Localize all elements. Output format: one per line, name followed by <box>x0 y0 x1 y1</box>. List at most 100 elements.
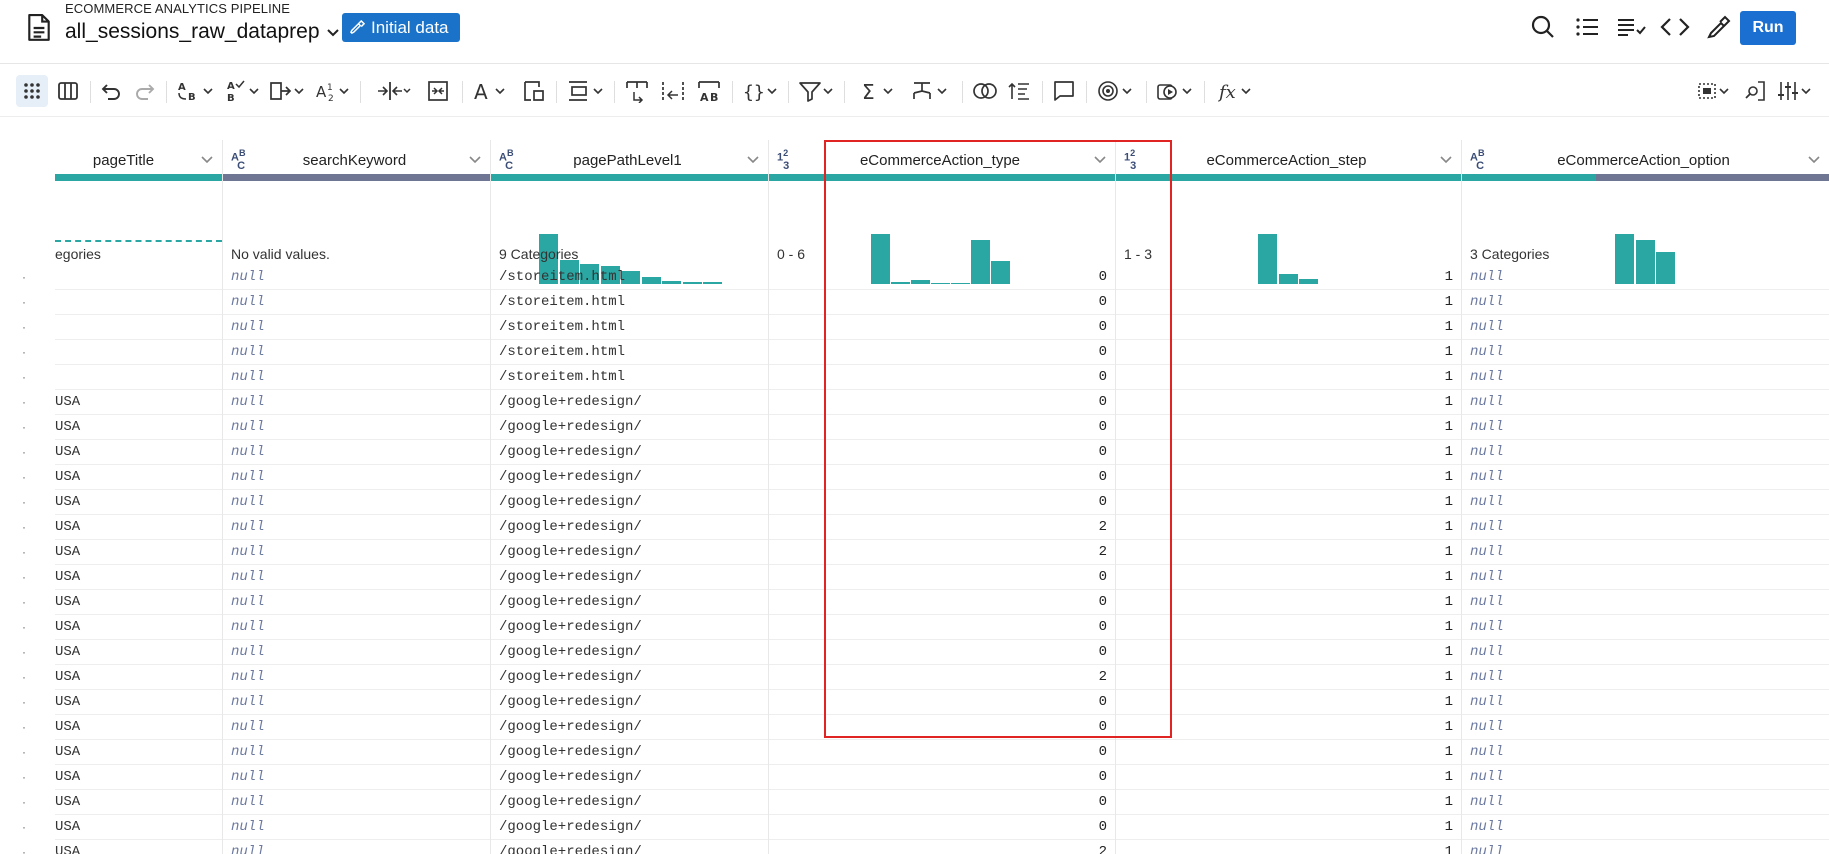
comment-icon[interactable] <box>1050 75 1078 107</box>
initial-data-chip[interactable]: Initial data <box>342 13 460 42</box>
table-cell[interactable]: 1 <box>1116 490 1461 515</box>
table-cell[interactable]: null <box>223 365 490 390</box>
table-cell[interactable]: 0 <box>769 790 1115 815</box>
table-cell[interactable]: null <box>223 840 490 854</box>
table-cell[interactable]: 0 <box>769 315 1115 340</box>
table-cell[interactable]: 0 <box>769 390 1115 415</box>
table-cell[interactable]: /google+redesign/ <box>491 440 768 465</box>
target-icon[interactable] <box>1094 75 1136 107</box>
table-cell[interactable]: 0 <box>769 615 1115 640</box>
table-cell[interactable]: USA <box>55 540 222 565</box>
table-cell[interactable]: 2 <box>769 515 1115 540</box>
table-cell[interactable]: null <box>223 440 490 465</box>
table-cell[interactable]: 0 <box>769 365 1115 390</box>
table-cell[interactable]: /storeitem.html <box>491 365 768 390</box>
table-cell[interactable]: /google+redesign/ <box>491 665 768 690</box>
histogram[interactable] <box>871 184 1011 284</box>
table-cell[interactable]: USA <box>55 690 222 715</box>
table-cell[interactable]: 0 <box>769 465 1115 490</box>
table-cell[interactable]: /google+redesign/ <box>491 390 768 415</box>
eyedropper-icon[interactable] <box>1704 12 1734 42</box>
histogram-bar[interactable] <box>911 280 930 284</box>
table-cell[interactable]: /google+redesign/ <box>491 515 768 540</box>
table-cell[interactable]: null <box>1462 290 1829 315</box>
table-cell[interactable]: null <box>1462 640 1829 665</box>
table-cell[interactable]: null <box>1462 415 1829 440</box>
table-cell[interactable] <box>55 365 222 390</box>
table-cell[interactable]: 1 <box>1116 265 1461 290</box>
table-cell[interactable]: null <box>223 590 490 615</box>
table-cell[interactable]: null <box>1462 490 1829 515</box>
grid-view-icon[interactable] <box>16 75 48 107</box>
table-cell[interactable]: 0 <box>769 290 1115 315</box>
table-cell[interactable]: null <box>1462 390 1829 415</box>
table-cell[interactable]: null <box>1462 315 1829 340</box>
table-cell[interactable]: null <box>1462 565 1829 590</box>
chevron-down-icon[interactable] <box>460 152 490 168</box>
table-cell[interactable]: null <box>1462 815 1829 840</box>
chevron-down-icon[interactable] <box>1799 152 1829 168</box>
table-cell[interactable]: USA <box>55 740 222 765</box>
table-cell[interactable] <box>55 265 222 290</box>
table-cell[interactable]: null <box>1462 615 1829 640</box>
table-cell[interactable]: /google+redesign/ <box>491 815 768 840</box>
table-cell[interactable]: /storeitem.html <box>491 290 768 315</box>
table-cell[interactable]: USA <box>55 415 222 440</box>
table-cell[interactable]: null <box>1462 840 1829 854</box>
table-cell[interactable]: USA <box>55 465 222 490</box>
table-cell[interactable]: USA <box>55 640 222 665</box>
histogram-bar[interactable] <box>1299 279 1318 284</box>
chevron-down-icon[interactable] <box>738 152 768 168</box>
table-cell[interactable]: null <box>1462 515 1829 540</box>
column-header[interactable]: 12 3 eCommerceAction_step <box>1116 148 1461 172</box>
table-cell[interactable]: 2 <box>769 840 1115 854</box>
row-operations-icon[interactable] <box>564 75 606 107</box>
table-cell[interactable]: /google+redesign/ <box>491 415 768 440</box>
histogram-bar[interactable] <box>600 266 620 284</box>
table-cell[interactable]: 2 <box>769 540 1115 565</box>
table-cell[interactable]: 1 <box>1116 440 1461 465</box>
table-cell[interactable]: null <box>1462 740 1829 765</box>
redo-icon[interactable] <box>131 75 159 107</box>
select-icon[interactable] <box>1694 75 1732 107</box>
table-cell[interactable]: 0 <box>769 490 1115 515</box>
filter-icon[interactable] <box>796 75 836 107</box>
formula-icon[interactable]: fx <box>1216 75 1256 107</box>
table-cell[interactable]: null <box>1462 540 1829 565</box>
histogram-bar[interactable] <box>891 282 910 284</box>
histogram-bar[interactable] <box>559 260 579 284</box>
table-cell[interactable]: null <box>223 690 490 715</box>
table-cell[interactable]: 1 <box>1116 315 1461 340</box>
table-cell[interactable]: /google+redesign/ <box>491 740 768 765</box>
histogram[interactable] <box>1258 184 1322 284</box>
table-cell[interactable]: USA <box>55 790 222 815</box>
histogram-bar[interactable] <box>1258 234 1277 284</box>
table-cell[interactable]: null <box>1462 715 1829 740</box>
table-cell[interactable]: 1 <box>1116 665 1461 690</box>
table-cell[interactable]: null <box>1462 765 1829 790</box>
table-cell[interactable]: 1 <box>1116 740 1461 765</box>
table-cell[interactable]: 0 <box>769 340 1115 365</box>
table-cell[interactable]: 1 <box>1116 690 1461 715</box>
unnest-icon[interactable] <box>658 75 688 107</box>
table-cell[interactable]: /google+redesign/ <box>491 765 768 790</box>
table-cell[interactable]: 1 <box>1116 390 1461 415</box>
table-cell[interactable]: USA <box>55 440 222 465</box>
table-cell[interactable]: 0 <box>769 815 1115 840</box>
table-cell[interactable]: /google+redesign/ <box>491 640 768 665</box>
table-cell[interactable]: USA <box>55 615 222 640</box>
run-button[interactable]: Run <box>1740 11 1796 45</box>
histogram[interactable] <box>539 184 723 284</box>
chevron-down-icon[interactable] <box>1085 152 1115 168</box>
table-cell[interactable]: USA <box>55 565 222 590</box>
table-cell[interactable]: null <box>1462 590 1829 615</box>
histogram-bar[interactable] <box>931 283 950 284</box>
histogram-bar[interactable] <box>971 240 990 284</box>
macro-icon[interactable] <box>1154 75 1196 107</box>
table-cell[interactable]: /google+redesign/ <box>491 490 768 515</box>
